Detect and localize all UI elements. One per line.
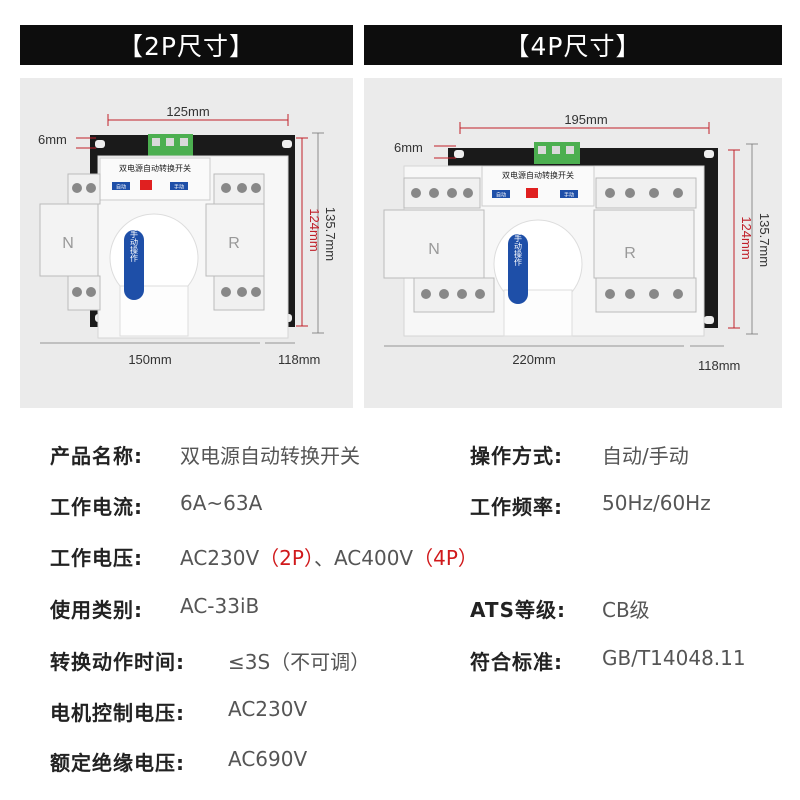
spec-ats-label: ATS等级: (470, 598, 566, 622)
spec-name-label: 产品名称: (50, 444, 143, 468)
breaker-n-label: N (62, 235, 74, 252)
dim-height-outer: 135.7mm (323, 207, 338, 261)
spec-category-label: 使用类别: (50, 598, 143, 622)
spec-operation-value: 自动/手动 (602, 444, 689, 468)
indicator-switch (526, 188, 538, 198)
small-label-manual: 手动 (564, 192, 574, 199)
spec-name-value: 双电源自动转换开关 (180, 444, 360, 468)
dim-depth: 118mm (278, 352, 320, 367)
header-2p-size: 【2P尺寸】 (20, 25, 353, 65)
panel-2p: 双电源自动转换开关 自动 手动 N R 手动操作 (20, 78, 353, 408)
spec-motor-voltage-value: AC230V (228, 697, 308, 721)
spec-operation-label: 操作方式: (470, 444, 563, 468)
voltage-2p-tag: （2P） (259, 546, 314, 570)
breaker-r (593, 209, 695, 279)
indicator-switch (140, 180, 152, 190)
small-label-auto: 自动 (496, 192, 506, 199)
header-4p-size: 【4P尺寸】 (364, 25, 782, 65)
spec-current-value: 6A~63A (180, 491, 263, 515)
device-title: 双电源自动转换开关 (502, 170, 574, 180)
device-title: 双电源自动转换开关 (119, 163, 191, 173)
knob-text: 手动操作 (130, 229, 139, 263)
small-label-manual: 手动 (174, 184, 184, 191)
breaker-n (383, 209, 485, 279)
spec-standard-value: GB/T14048.11 (602, 646, 746, 670)
dimension-lines (434, 122, 740, 329)
header-4p-title: 【4P尺寸】 (504, 32, 642, 61)
small-label-auto: 自动 (116, 184, 126, 191)
dim-gap: 6mm (394, 140, 423, 155)
breaker-r-label: R (624, 245, 636, 262)
breaker-n (39, 203, 99, 277)
spec-current-label: 工作电流: (50, 495, 143, 519)
knob-text: 手动操作 (514, 233, 523, 267)
voltage-2p: AC230V (180, 546, 260, 570)
spec-voltage-value: AC230V（2P）、AC400V（4P） (180, 542, 478, 571)
spec-insulation-label: 额定绝缘电压: (50, 751, 185, 775)
spec-switch-time-value: ≤3S（不可调） (228, 650, 371, 674)
breaker-r (205, 203, 265, 277)
spec-insulation-value: AC690V (228, 747, 308, 771)
dim-width-bottom: 150mm (128, 352, 171, 367)
breaker-n-label: N (428, 241, 440, 258)
manual-handle (124, 230, 144, 300)
diagram-4p: 双电源自动转换开关 自动 手动 N R 手动操作 (383, 112, 772, 373)
dim-depth: 118mm (698, 358, 740, 373)
voltage-4p: AC400V (333, 546, 414, 570)
controller-module (481, 165, 595, 207)
panel-4p: 双电源自动转换开关 自动 手动 N R 手动操作 (364, 78, 782, 408)
dimension-lines (76, 114, 308, 327)
dim-gap: 6mm (38, 132, 67, 147)
controller-module (99, 157, 211, 201)
spec-category-value: AC-33iB (180, 594, 260, 618)
dim-height-inner: 124mm (307, 208, 322, 251)
dim-height-inner: 124mm (739, 216, 754, 259)
manual-handle (508, 234, 528, 304)
spec-frequency-label: 工作频率: (470, 495, 563, 519)
spec-ats-value: CB级 (602, 598, 650, 622)
spec-switch-time-label: 转换动作时间: (50, 650, 185, 674)
dim-width-bottom: 220mm (512, 352, 555, 367)
dim-height-outer: 135.7mm (757, 213, 772, 267)
breaker-r-label: R (228, 235, 240, 252)
dim-width-top: 195mm (564, 112, 607, 127)
spec-voltage-label: 工作电压: (50, 546, 143, 570)
voltage-separator: 、 (313, 546, 334, 570)
spec-frequency-value: 50Hz/60Hz (602, 491, 711, 515)
spec-standard-label: 符合标准: (470, 650, 563, 674)
dim-width-top: 125mm (166, 104, 209, 119)
spec-motor-voltage-label: 电机控制电压: (50, 701, 185, 725)
diagram-2p: 双电源自动转换开关 自动 手动 N R 手动操作 (38, 104, 338, 367)
header-2p-title: 【2P尺寸】 (118, 32, 255, 61)
voltage-4p-tag: （4P） (413, 546, 478, 570)
